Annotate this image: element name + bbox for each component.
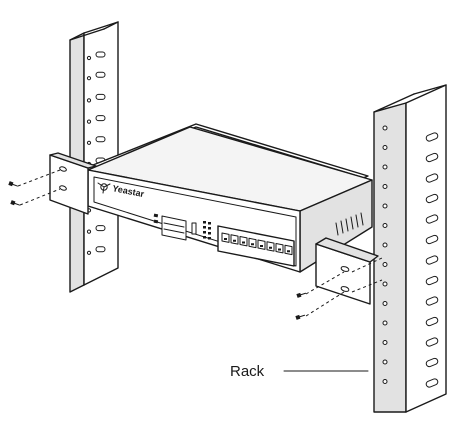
rack-label: Rack	[230, 363, 265, 380]
screw-guide-lines	[17, 169, 383, 317]
screw-icon	[8, 181, 18, 187]
usb-port	[191, 222, 197, 235]
ethernet-port-icon	[266, 241, 275, 252]
ethernet-port-icon	[239, 236, 248, 247]
ethernet-port-icon	[257, 239, 266, 250]
screw-icon	[295, 314, 306, 320]
ethernet-port-icon	[275, 243, 284, 254]
ethernet-port-icon	[221, 232, 230, 243]
front-panel: Yeastar	[97, 182, 295, 267]
ethernet-port-icon	[284, 244, 293, 256]
module-slot	[161, 215, 187, 241]
rack-callout: Rack	[230, 363, 369, 380]
left-rack-rail	[69, 21, 119, 293]
status-leds	[203, 221, 211, 240]
ethernet-port-icon	[248, 237, 257, 249]
right-rack-rail	[373, 84, 447, 413]
screw-icon	[10, 200, 20, 206]
yeastar-logo-icon	[97, 182, 111, 194]
ethernet-port-block	[217, 225, 295, 267]
screw-icon	[296, 292, 307, 298]
ethernet-port-icon	[230, 234, 239, 245]
right-mounting-bracket	[315, 237, 379, 305]
